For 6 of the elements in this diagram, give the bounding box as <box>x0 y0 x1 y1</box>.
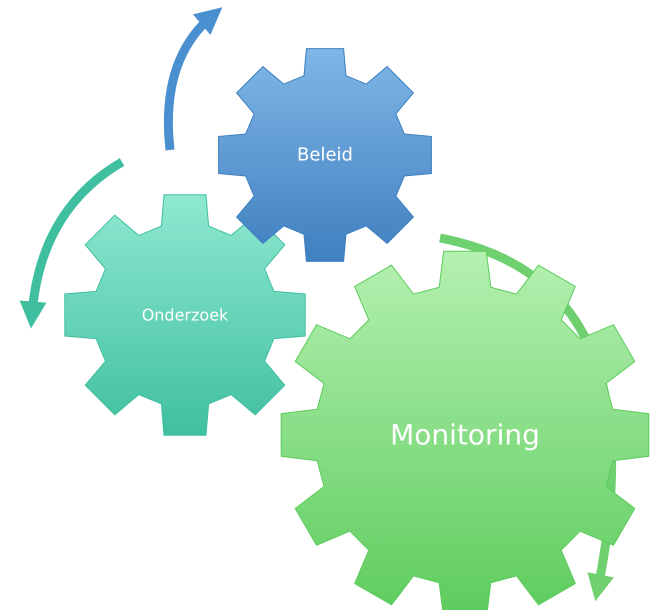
gear <box>280 250 650 610</box>
gear-label: Monitoring <box>390 418 540 452</box>
gear <box>63 193 307 437</box>
gear-label: Onderzoek <box>142 306 228 324</box>
gear <box>217 47 433 263</box>
gear-label: Beleid <box>297 144 353 166</box>
